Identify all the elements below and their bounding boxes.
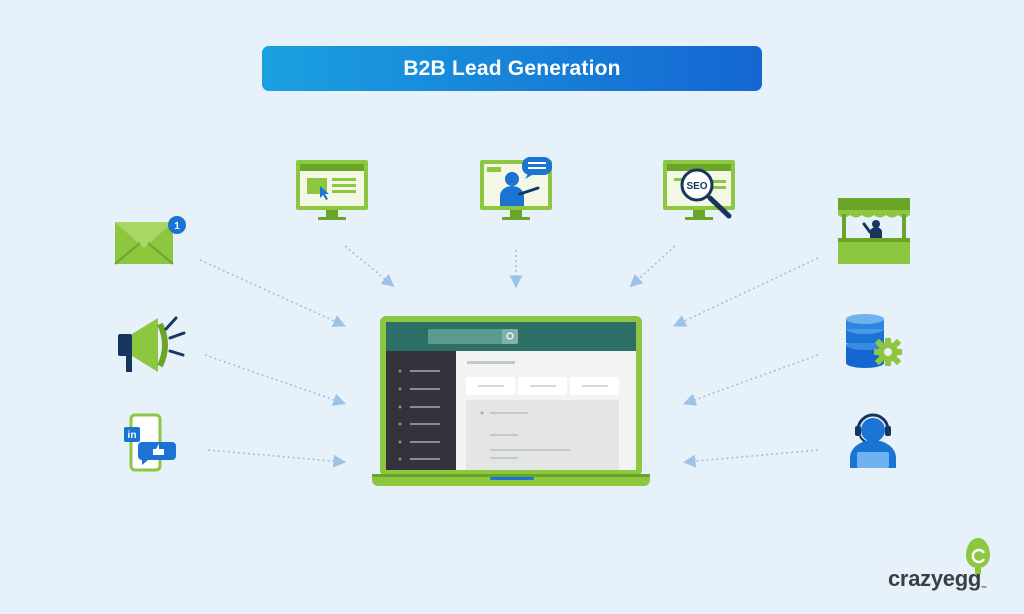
website-cta-monitor-icon [296,160,368,220]
linkedin-label: in [128,430,137,441]
brand-wordmark: crazyegg™ [888,566,987,592]
seo-monitor-icon: SEO [663,160,735,220]
email-icon: 1 [114,216,186,265]
arrow-megaphone [204,354,347,406]
webinar-monitor-icon [480,157,552,220]
support-agent-icon [850,413,896,468]
notification-badge [168,216,186,234]
linkedin-phone-icon: in [124,413,176,472]
search-bar [428,329,518,344]
app-sidebar [386,351,456,470]
arrow-database [682,354,819,406]
connector-arrows [199,245,819,468]
arrow-linkedin [207,449,347,468]
gear-icon [874,338,902,366]
page-title: B2B Lead Generation [403,56,621,80]
brand-name: crazyegg [888,566,981,591]
egg-c-icon [966,538,990,578]
arrow-support [682,449,819,468]
arrow-website [344,245,395,288]
notification-count: 1 [174,221,180,232]
brand-tm: ™ [980,586,987,592]
arrow-email [199,259,346,327]
megaphone-icon [118,316,186,372]
thumbs-up-icon [153,444,164,455]
arrow-seo [629,245,676,288]
seo-label: SEO [686,181,707,192]
crm-laptop-icon [372,316,650,486]
search-icon [506,332,514,340]
title-banner: B2B Lead Generation [262,46,762,91]
booth-icon [838,198,910,264]
database-gear-icon [846,314,902,368]
arrow-booth [673,257,819,327]
